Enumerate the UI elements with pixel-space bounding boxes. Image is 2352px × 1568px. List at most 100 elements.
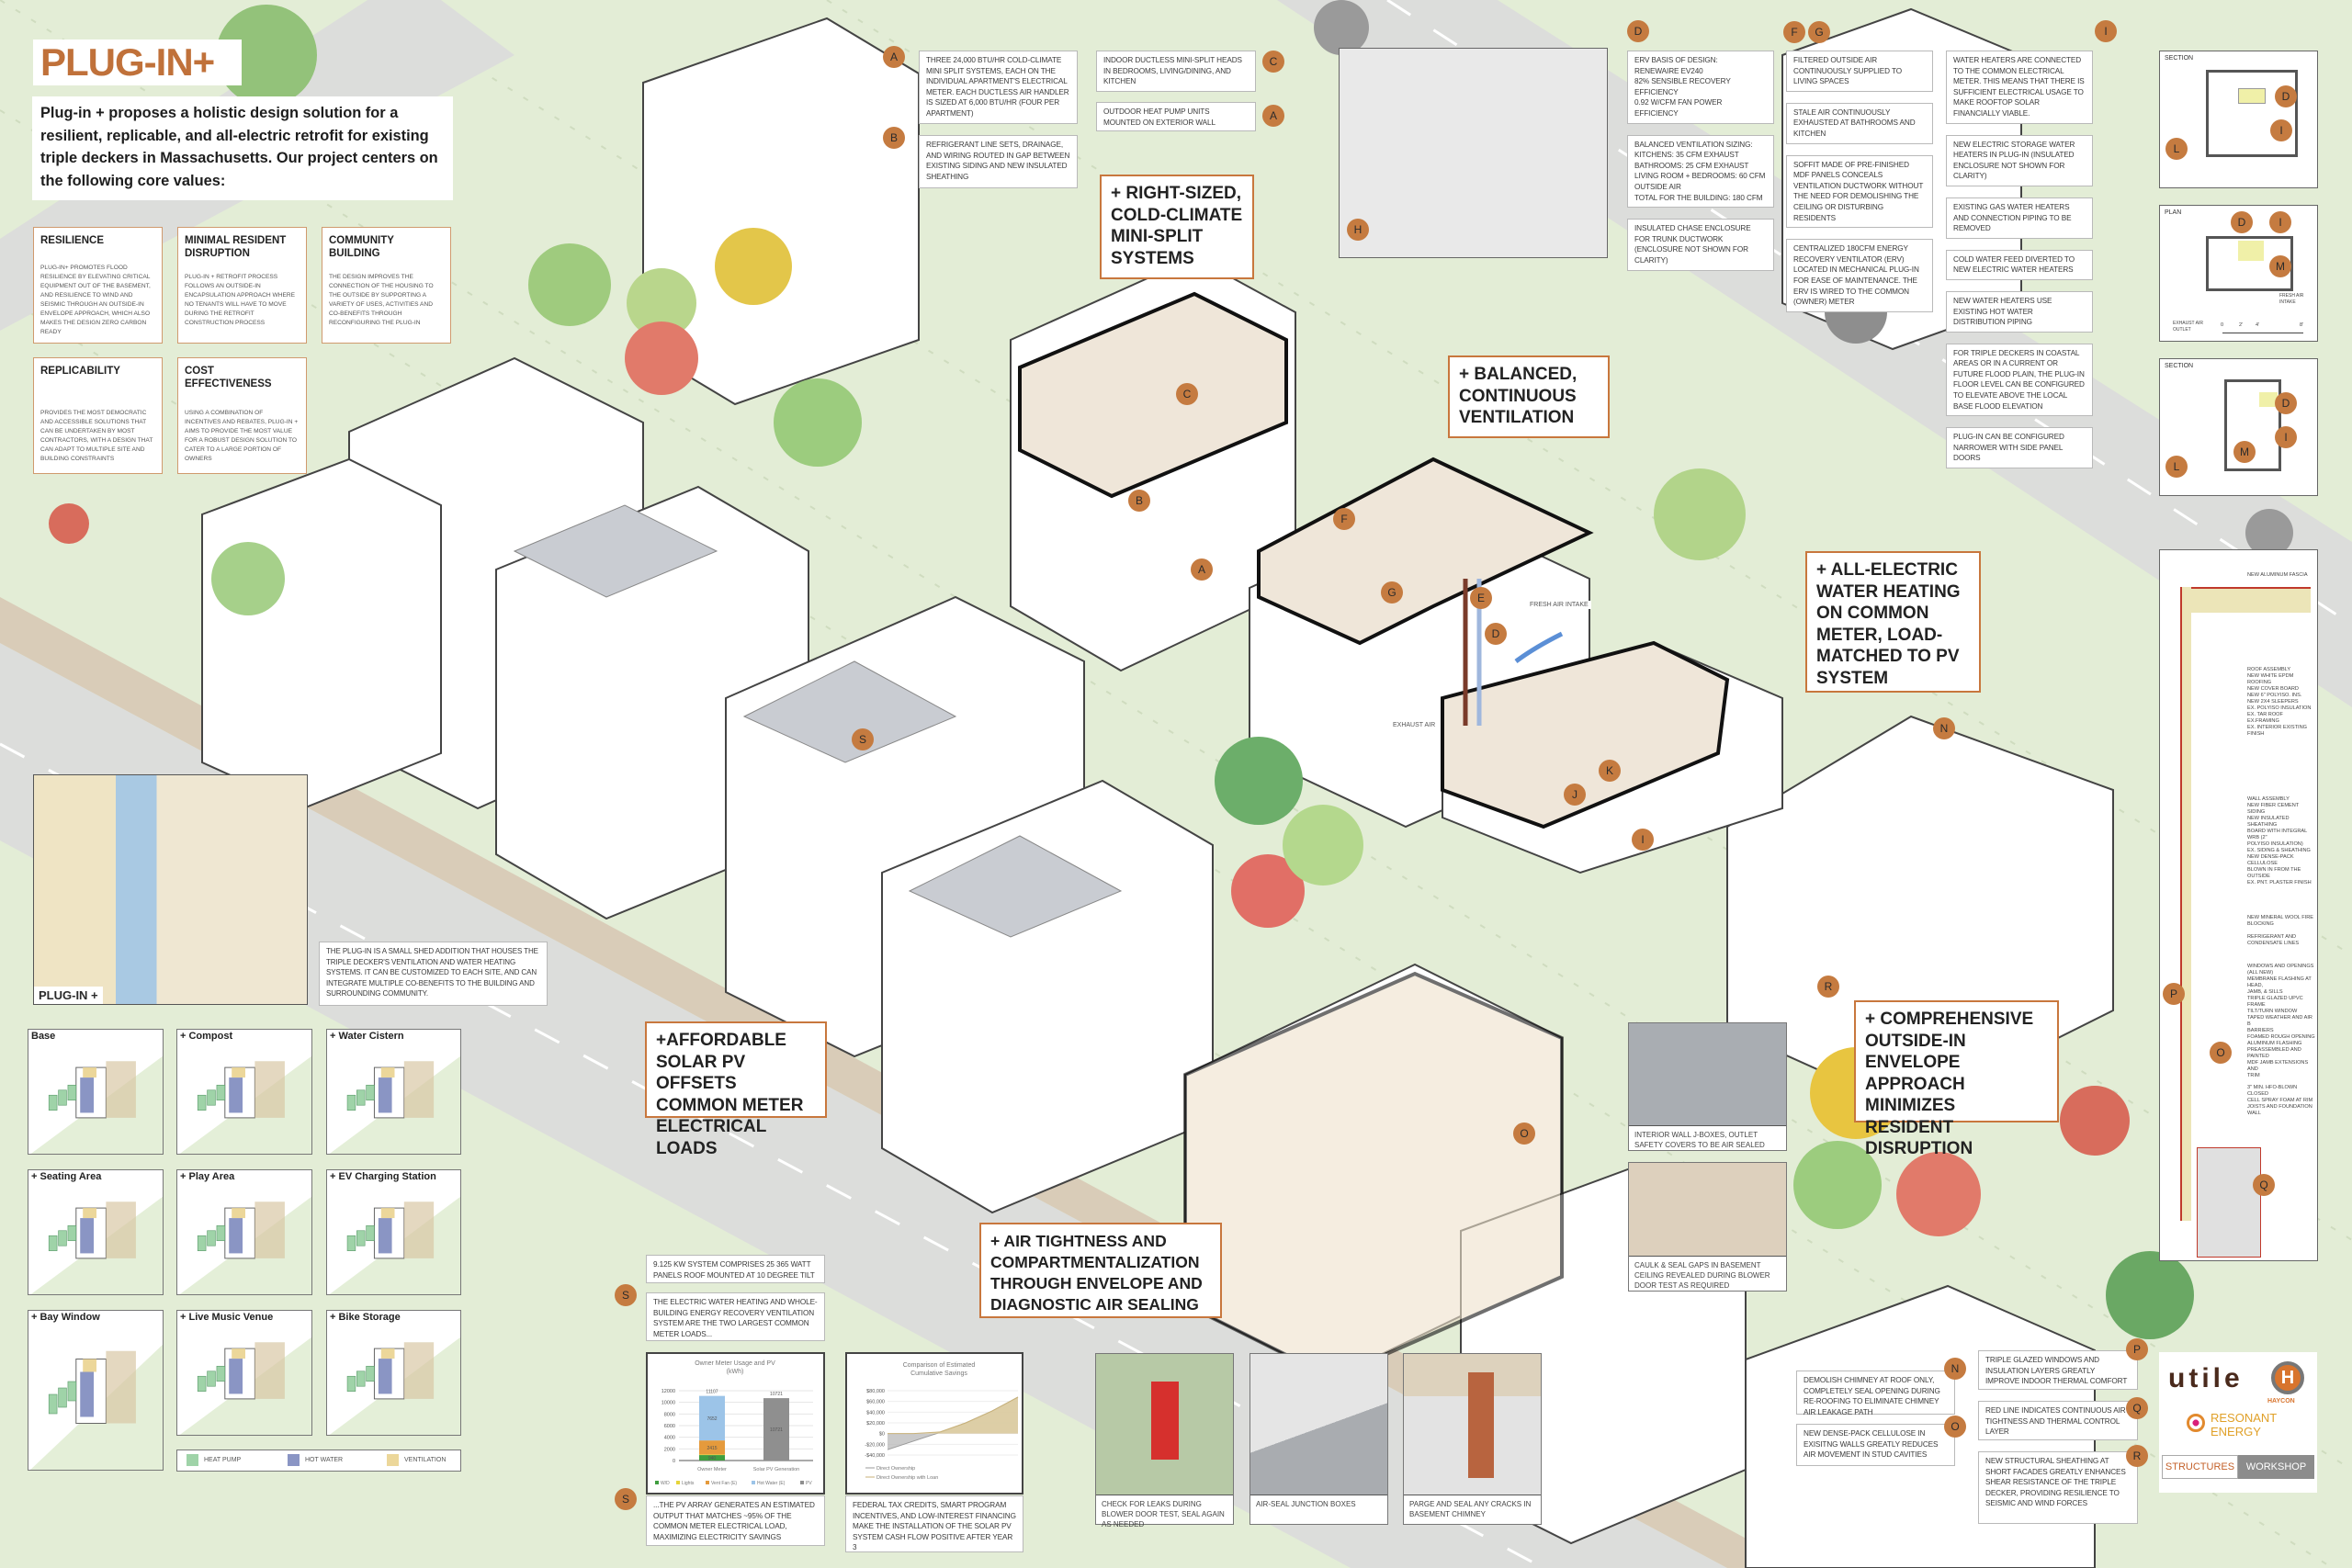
haycon-logo-icon: H xyxy=(2271,1361,2304,1394)
water-heating-notes-column: Water heaters are connected to the commo… xyxy=(1946,51,2093,469)
partner-logos: utile H HAYCON RESONANT ENERGY STRUCTURE… xyxy=(2159,1352,2317,1493)
inset-label: PLUG-IN + xyxy=(34,987,103,1004)
solar-panels xyxy=(513,504,1123,938)
option-seating-area: + Seating Area xyxy=(28,1169,164,1295)
y-tick-label: $40,000 xyxy=(866,1410,885,1416)
detail-windows: WINDOWS AND OPENINGS (ALL NEW) MEMBRANE … xyxy=(2247,964,2315,1078)
heat-pump-unit xyxy=(67,1381,77,1402)
heat-pump-unit xyxy=(58,1387,67,1408)
option-label: + Bike Storage xyxy=(330,1312,401,1323)
pin-d: D xyxy=(1485,623,1507,645)
option-label: + Water Cistern xyxy=(330,1031,404,1042)
ventilation-unit xyxy=(83,1067,96,1078)
value-resilience: RESILIENCEPlug-in+ promotes flood resili… xyxy=(33,227,163,344)
heat-pump-unit xyxy=(58,1089,67,1106)
legend-swatch xyxy=(676,1481,680,1484)
headline-mini-split: + RIGHT-SIZED, COLD-CLIMATE MINI-SPLIT S… xyxy=(1100,175,1254,279)
y-tick-label: 4000 xyxy=(664,1436,675,1441)
pin-c: C xyxy=(1262,51,1284,73)
heat-pump-unit xyxy=(207,1371,216,1387)
note-triple-glazed: Triple glazed windows and insulation lay… xyxy=(1978,1350,2138,1390)
note-demolish-chimney: Demolish chimney at roof only, completel… xyxy=(1796,1371,1955,1416)
value-body: Plug-in + retrofit process follows an ou… xyxy=(185,274,296,326)
note-dense-pack: New dense-pack cellulose in exisitng wal… xyxy=(1796,1424,1955,1466)
hot-water-tanks xyxy=(80,1371,95,1417)
pin-l: L xyxy=(2165,456,2188,478)
legend-swatch xyxy=(752,1481,755,1484)
option-live-music: + Live Music Venue xyxy=(176,1310,312,1436)
heat-pump-unit xyxy=(216,1224,226,1242)
wood-screen xyxy=(106,1350,136,1424)
value-body: Using a combination of incentives and re… xyxy=(185,410,299,462)
value-cost-effectiveness: COST EFFECTIVENESSUsing a combination of… xyxy=(177,357,307,474)
hot-water-tanks xyxy=(378,1359,392,1394)
value-title: RESILIENCE xyxy=(40,235,105,246)
pin-o: O xyxy=(1513,1122,1535,1145)
chimney-panel: Parge and seal any cracks in basement ch… xyxy=(1403,1353,1542,1525)
bar-segment xyxy=(763,1398,789,1461)
plan-title: PLAN xyxy=(2165,209,2182,216)
value-body: The design improves the connection of th… xyxy=(329,274,434,326)
option-label: + Live Music Venue xyxy=(180,1312,274,1323)
scale-2: 2' xyxy=(2239,322,2244,328)
legend-label: HEAT PUMP xyxy=(204,1457,242,1463)
energy-label: ENERGY xyxy=(2211,1425,2261,1438)
pin-d: D xyxy=(2275,392,2297,414)
stone-foundation xyxy=(2197,1147,2261,1258)
y-tick-label: -$20,000 xyxy=(865,1442,885,1448)
chart-subtitle: Cumulative Savings xyxy=(910,1371,967,1377)
note-mini-split-systems: Three 24,000 BTU/HR cold-climate mini sp… xyxy=(919,51,1078,124)
detail-fascia: NEW ALUMINUM FASCIA xyxy=(2247,572,2308,578)
legend-label: W/D xyxy=(661,1481,670,1486)
y-tick-label: 0 xyxy=(673,1459,675,1464)
section-title: SECTION xyxy=(2165,363,2194,369)
pin-c: C xyxy=(1176,383,1198,405)
trees xyxy=(49,0,2293,1339)
hot-water-tanks xyxy=(80,1077,95,1113)
note-indoor-heads: Indoor ductless mini-split heads in bedr… xyxy=(1096,51,1256,92)
ventilation-unit xyxy=(380,1067,395,1078)
headline-air-tightness: + AIR TIGHTNESS AND COMPARTMENTALIZATION… xyxy=(979,1223,1222,1318)
legend-swatch-ventilation xyxy=(387,1454,399,1466)
heat-pump-unit xyxy=(346,1375,356,1392)
basement-caulk-panel: Caulk & seal gaps in basement ceiling re… xyxy=(1628,1162,1787,1292)
chart-subtitle: (kWh) xyxy=(727,1369,744,1375)
y-tick-label: 6000 xyxy=(664,1424,675,1429)
interior-ventilation-illustration xyxy=(1339,48,1608,258)
detail-refrigerant-lines: REFRIGERANT AND CONDENSATE LINES xyxy=(2247,934,2300,946)
exhaust-air-label: EXHAUST AIR OUTLET xyxy=(2173,321,2203,333)
option-compost: + Compost xyxy=(176,1029,312,1155)
pin-h: H xyxy=(1347,219,1369,241)
bar-segment xyxy=(699,1455,725,1461)
savings-area xyxy=(888,1397,1018,1450)
wood-screen xyxy=(254,1342,285,1399)
scale-8: 8' xyxy=(2300,322,2304,328)
note-flood-plain: For triple deckers in coastal areas or i… xyxy=(1946,343,2093,417)
bar-segment xyxy=(699,1395,725,1441)
savings-line xyxy=(888,1396,1019,1435)
note-pv-output: ...The PV array generates an estimated o… xyxy=(646,1495,825,1546)
detail-wall-assembly: WALL ASSEMBLY NEW FIBER CEMENT SIDING NE… xyxy=(2247,796,2312,886)
heat-pump-unit xyxy=(356,1230,366,1247)
utile-logo: utile xyxy=(2168,1363,2244,1393)
note-red-line: Red line indicates continuous air tightn… xyxy=(1978,1401,2138,1440)
ventilation-unit xyxy=(232,1208,245,1219)
fresh-air-label: FRESH AIR INTAKE xyxy=(2279,293,2304,305)
pin-d: D xyxy=(2275,85,2297,107)
note-remove-gas-heaters: Existing gas water heaters and connectio… xyxy=(1946,197,2093,239)
note-narrower-config: Plug-in can be configured narrower with … xyxy=(1946,427,2093,469)
note-pv-system-size: 9.125 kW system comprises 25 365 watt pa… xyxy=(646,1255,825,1283)
plan-drawing: PLAN FRESH AIR INTAKE EXHAUST AIR OUTLET… xyxy=(2159,205,2318,342)
headline-envelope: + COMPREHENSIVE OUTSIDE-IN ENVELOPE APPR… xyxy=(1854,1000,2059,1158)
note-chase-enclosure: Insulated chase enclosure for trunk duct… xyxy=(1627,219,1774,271)
y-tick-label: $60,000 xyxy=(866,1400,885,1405)
hot-water-tanks xyxy=(229,1077,243,1113)
pin-g: G xyxy=(1808,21,1830,43)
heat-pump-unit xyxy=(346,1235,356,1251)
resonant-label: RESONANT xyxy=(2211,1411,2278,1425)
heat-pump-unit xyxy=(346,1094,356,1111)
option-base: Base xyxy=(28,1029,164,1155)
option-play-area: + Play Area xyxy=(176,1169,312,1295)
caption: Parge and seal any cracks in basement ch… xyxy=(1404,1495,1541,1524)
heat-pump-unit xyxy=(67,1084,77,1101)
